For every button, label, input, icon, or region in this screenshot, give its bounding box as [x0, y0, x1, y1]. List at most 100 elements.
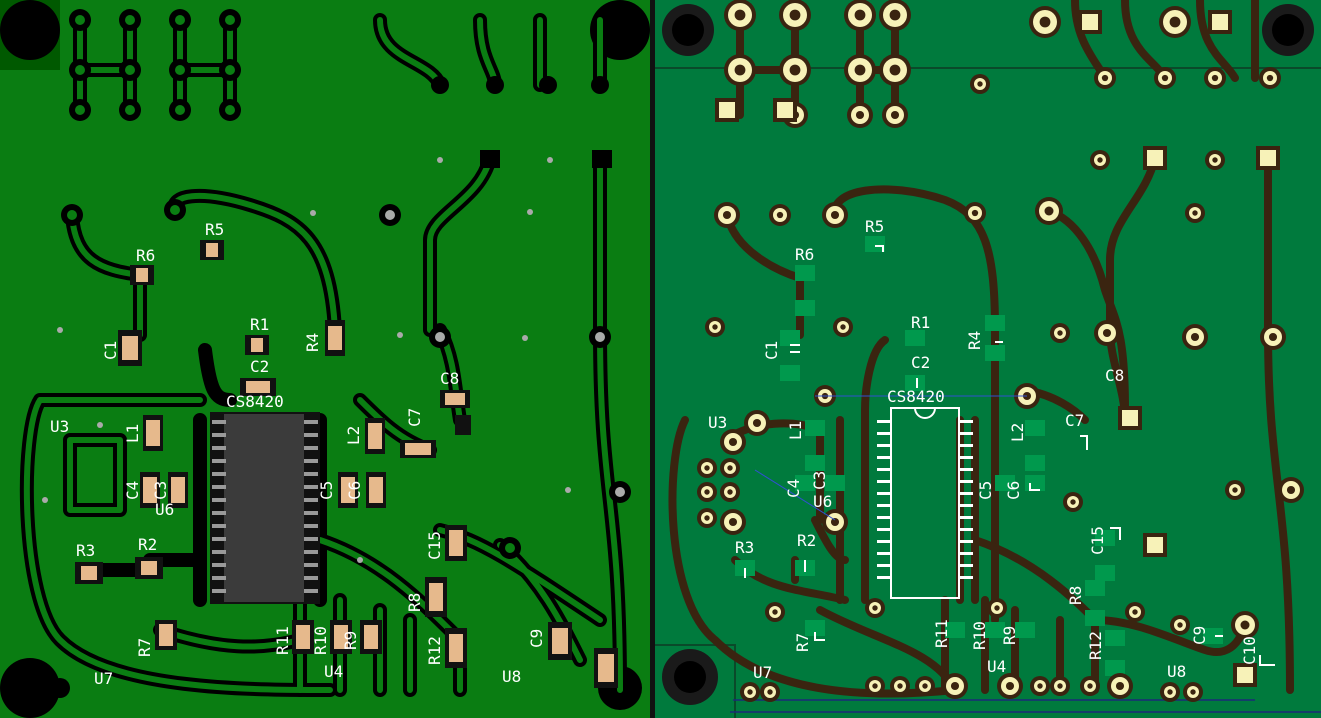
label-r4: R4 [965, 331, 984, 350]
label-r5: R5 [865, 217, 884, 236]
pad-drill [950, 681, 960, 691]
pad-drill [977, 81, 983, 87]
ic-pin [212, 498, 226, 502]
pad-drill [1039, 16, 1051, 28]
ic-pin [304, 420, 318, 424]
label-r10: R10 [311, 626, 330, 655]
pad-drill [1132, 609, 1138, 615]
ic-pin [304, 485, 318, 489]
mounting-hole-icon [662, 4, 1314, 705]
ic-pin [959, 564, 973, 567]
ic-pin [212, 589, 226, 593]
pad-drill [734, 9, 746, 21]
label-c10: C10 [1240, 636, 1259, 665]
label-c15: C15 [425, 531, 444, 560]
pad-drill [890, 110, 900, 120]
square-pad-fill [1260, 150, 1276, 166]
label-r3: R3 [76, 541, 95, 560]
pad-drill [728, 437, 738, 447]
cs8420-chip-outline[interactable] [877, 407, 973, 599]
label-r11: R11 [932, 619, 951, 648]
label-cs8420: CS8420 [226, 392, 284, 411]
copper-layer-canvas: R6 R5 R1 C2 R4 C1 CS8420 C8 C7 U3 L1 L2 … [0, 0, 650, 718]
ic-pin [212, 459, 226, 463]
label-c15: C15 [1088, 526, 1107, 555]
copper-layer-view[interactable]: R6 R5 R1 C2 R4 C1 CS8420 C8 C7 U3 L1 L2 … [0, 0, 650, 718]
via-icon [42, 157, 571, 563]
pad-drill [772, 609, 778, 615]
pad-drill [1212, 157, 1218, 163]
pad-drill [971, 209, 979, 217]
label-u8: U8 [1167, 662, 1186, 681]
label-r7: R7 [793, 633, 812, 652]
square-pad-fill [1122, 410, 1138, 426]
pad-drill [1005, 681, 1015, 691]
pad-drill [752, 418, 762, 428]
label-c2: C2 [911, 353, 930, 372]
label-c9: C9 [527, 629, 546, 648]
label-u7: U7 [94, 669, 113, 688]
ic-pin [304, 446, 318, 450]
label-r6: R6 [795, 245, 814, 264]
label-r3: R3 [735, 538, 754, 557]
ic-pin [877, 480, 891, 483]
board-render-view[interactable]: R6 R5 R1 C2 R4 C1 CS8420 C8 C7 U3 L1 L2 … [655, 0, 1321, 718]
label-r1: R1 [250, 315, 269, 334]
pad-drill [767, 689, 773, 695]
label-u6: U6 [813, 492, 832, 511]
pad-drill [1161, 74, 1169, 82]
pad-drill [1190, 332, 1200, 342]
square-pad-fill [1147, 537, 1163, 553]
ic-pin [304, 563, 318, 567]
label-l1: L1 [123, 424, 142, 443]
pad-drill [1102, 328, 1112, 338]
pad-drill [922, 683, 928, 689]
silkscreen-outlines [744, 245, 1275, 666]
label-u3: U3 [708, 413, 727, 432]
ic-pin [304, 511, 318, 515]
pad-drill [1037, 683, 1043, 689]
label-c1: C1 [101, 341, 120, 360]
label-l2: L2 [1008, 423, 1027, 442]
ic-pin [959, 516, 973, 519]
ratsnest-lines [754, 395, 1027, 521]
pad-drill [1057, 683, 1063, 689]
ic-pin [959, 468, 973, 471]
ic-pin [304, 472, 318, 476]
pad-drill [1192, 210, 1198, 216]
label-r2: R2 [138, 535, 157, 554]
pad-drill [830, 517, 840, 527]
pad-drill [734, 64, 746, 76]
pad-drill [704, 515, 710, 521]
ic-pin [877, 504, 891, 507]
ic-pin [212, 446, 226, 450]
label-c3: C3 [151, 481, 170, 500]
pad-drill [722, 210, 732, 220]
label-u6: U6 [155, 500, 174, 519]
cs8420-chip-body[interactable] [210, 412, 320, 604]
smd-components [75, 240, 618, 688]
label-r9: R9 [341, 631, 360, 650]
label-r8: R8 [1066, 586, 1085, 605]
pad-drill [727, 465, 733, 471]
ic-pin [212, 420, 226, 424]
label-u3: U3 [50, 417, 69, 436]
ic-pin [304, 524, 318, 528]
ic-pin [959, 444, 973, 447]
ic-pin [959, 492, 973, 495]
pad-drill [704, 489, 710, 495]
ic-pin [304, 459, 318, 463]
ic-pin [212, 472, 226, 476]
label-c4: C4 [123, 481, 142, 500]
ic-pin [959, 540, 973, 543]
pad-drill [854, 9, 866, 21]
pad-drill [776, 211, 784, 219]
label-u8: U8 [502, 667, 521, 686]
label-r1: R1 [911, 313, 930, 332]
pad-drill [840, 324, 846, 330]
ic-pin [959, 528, 973, 531]
ic-pin [877, 468, 891, 471]
panel-divider [650, 0, 655, 718]
pad-drill [994, 605, 1000, 611]
